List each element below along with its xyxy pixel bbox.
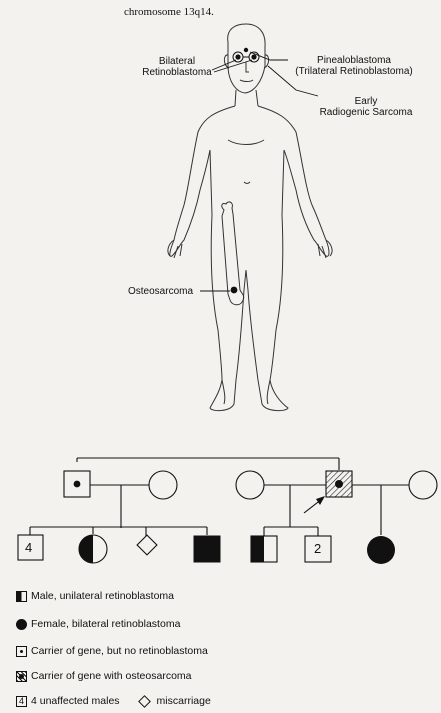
pineal-dot — [244, 48, 248, 52]
legend-text-unaffected-males: 4 unaffected males — [31, 695, 120, 707]
pedigree-lines — [30, 458, 409, 538]
legend-text-carrier-osteo: Carrier of gene with osteosarcoma — [31, 670, 192, 682]
diamond-icon — [138, 695, 151, 708]
legend-text-female-bilateral: Female, bilateral retinoblastoma — [31, 618, 180, 630]
legend-item-carrier-osteo: Carrier of gene with osteosarcoma — [16, 670, 192, 682]
navel — [244, 182, 250, 184]
label-early-line1: Early — [316, 96, 416, 107]
legend-text-male-unilateral: Male, unilateral retinoblastoma — [31, 590, 174, 602]
affected-male-filled — [194, 536, 220, 562]
left-side-outline — [170, 106, 246, 411]
dotted-square-icon — [16, 646, 27, 657]
right-eye-dot — [251, 54, 256, 59]
label-early-line2: Radiogenic Sarcoma — [316, 107, 416, 118]
legend-item-female-bilateral: Female, bilateral retinoblastoma — [16, 618, 180, 630]
label-pinealo-line1: Pinealoblastoma — [286, 55, 422, 66]
label-bilateral-retinoblastoma: Bilateral Retinoblastoma — [140, 56, 214, 78]
unaffected-female-right-1 — [236, 471, 264, 499]
proband-arrow — [316, 496, 325, 505]
half-filled-square-icon — [16, 591, 27, 602]
label-osteosarcoma: Osteosarcoma — [128, 286, 193, 297]
label-bilateral-line1: Bilateral — [140, 56, 214, 67]
affected-female-filled — [367, 536, 395, 564]
label-pinealo-line2: (Trilateral Retinoblastoma) — [286, 66, 422, 77]
osteosarcoma-dot — [231, 287, 238, 294]
unaffected-female-grandmother — [149, 471, 177, 499]
right-side-outline — [246, 106, 329, 411]
carrier-osteosarcoma-male — [326, 471, 352, 497]
female-half-filled-circle — [79, 535, 107, 563]
label-early-radiogenic-sarcoma: Early Radiogenic Sarcoma — [316, 96, 416, 118]
legend-text-miscarriage: miscarriage — [157, 695, 211, 707]
unaffected-female-right-2 — [409, 471, 437, 499]
label-pinealoblastoma: Pinealoblastoma (Trilateral Retinoblasto… — [286, 55, 422, 77]
label-bilateral-line2: Retinoblastoma — [140, 67, 214, 78]
left-eye-dot — [235, 54, 240, 59]
legend-text-carrier-no-rb: Carrier of gene, but no retinoblastoma — [31, 645, 208, 657]
male-half-filled-square — [251, 536, 277, 562]
legend-item-carrier-no-rb: Carrier of gene, but no retinoblastoma — [16, 645, 208, 657]
chest-line — [228, 140, 264, 145]
filled-circle-icon — [16, 619, 27, 630]
miscarriage-diamond — [137, 535, 157, 555]
number-box-icon: 4 — [16, 696, 27, 707]
legend-item-unaffected-males: 4 4 unaffected males miscarriage — [16, 695, 211, 707]
hatched-square-icon — [16, 671, 27, 682]
count-four-unaffected: 4 — [25, 542, 32, 553]
legend-item-male-unilateral: Male, unilateral retinoblastoma — [16, 590, 174, 602]
count-two-unaffected: 2 — [314, 543, 321, 554]
